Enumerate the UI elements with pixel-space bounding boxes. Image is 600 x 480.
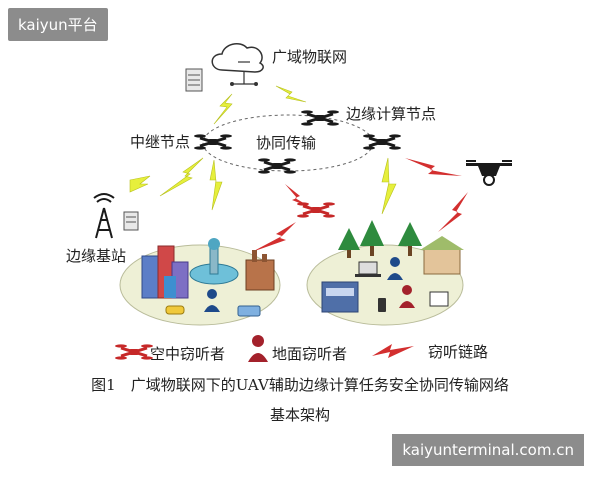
ground-eavesdropper-person xyxy=(399,285,415,308)
rural-user-person xyxy=(387,257,403,280)
label-edge-base-station: 边缘基站 xyxy=(66,247,127,265)
lightning-icon xyxy=(129,85,397,215)
relay-drone-right xyxy=(361,132,403,152)
antenna-tower-icon xyxy=(189,238,239,285)
cloud-icon xyxy=(211,43,264,86)
server-icon xyxy=(185,68,203,92)
eavesdrop-lightning xyxy=(252,158,468,252)
watermark-bottom: kaiyunterminal.com.cn xyxy=(392,434,584,466)
label-wan: 广域物联网 xyxy=(272,48,348,66)
caption-line-1: 图1 广域物联网下的UAV辅助边缘计算任务安全协同传输网络 xyxy=(91,376,509,394)
edge-compute-drone xyxy=(299,108,341,128)
device-icons xyxy=(355,261,449,312)
person-icon xyxy=(204,289,220,312)
caption-line-2: 基本架构 xyxy=(269,406,330,424)
label-relay-node: 中继节点 xyxy=(130,133,191,151)
label-edge-compute-node: 边缘计算节点 xyxy=(346,105,437,123)
rural-building-icon xyxy=(321,236,464,313)
building-icon xyxy=(141,245,275,299)
legend-eavesdrop-link: 窃听链路 xyxy=(428,343,489,361)
tower-icon xyxy=(93,193,115,239)
legend-ground-eavesdropper-icon xyxy=(248,335,268,362)
air-eavesdropper-drone xyxy=(295,200,337,220)
camera-drone-icon xyxy=(466,160,512,186)
legend-ground-eavesdropper: 地面窃听者 xyxy=(272,345,348,363)
relay-drone-bottom xyxy=(256,156,298,176)
legend-eavesdrop-link-icon xyxy=(372,344,414,358)
watermark-top: kaiyun平台 xyxy=(8,8,108,41)
legend-air-eavesdropper: 空中窃听者 xyxy=(150,345,226,363)
relay-drone-left xyxy=(192,132,234,152)
label-cooperative-transmission: 协同传输 xyxy=(256,134,317,152)
base-server-icon xyxy=(123,211,139,231)
cooperative-transmission-ring xyxy=(202,114,374,172)
car-icon xyxy=(165,305,261,317)
legend-air-eavesdropper-icon xyxy=(113,342,155,362)
tree-icon xyxy=(338,220,422,258)
